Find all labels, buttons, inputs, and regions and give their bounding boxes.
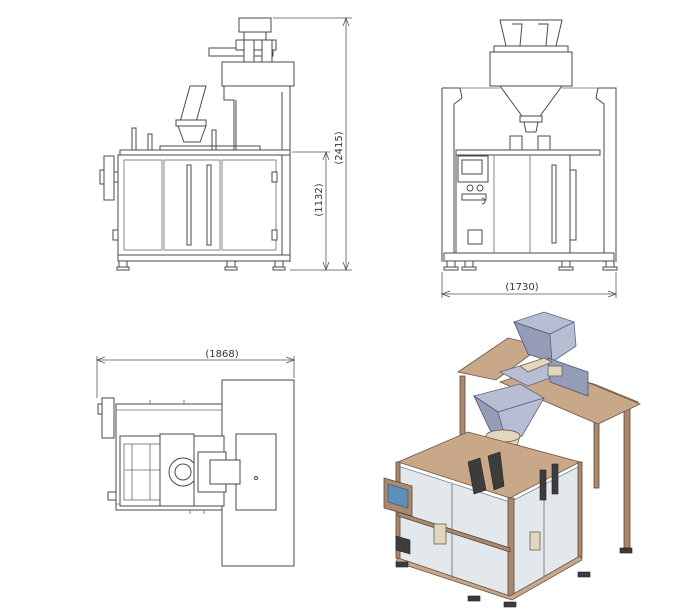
side-view-dimensions: (1730) — [440, 272, 618, 298]
side-view — [441, 19, 618, 271]
dimension-overall-height: (2415) — [334, 131, 345, 164]
dimension-width: (1730) — [505, 282, 538, 293]
front-view-dimensions: (2415) (1132) — [273, 16, 352, 272]
isometric-view — [383, 311, 641, 608]
top-view — [97, 379, 295, 567]
dimension-length: (1868) — [205, 349, 238, 360]
top-view-dimensions: (1868) — [95, 349, 296, 398]
front-view — [99, 17, 295, 271]
dimension-table-height: (1132) — [314, 183, 325, 216]
